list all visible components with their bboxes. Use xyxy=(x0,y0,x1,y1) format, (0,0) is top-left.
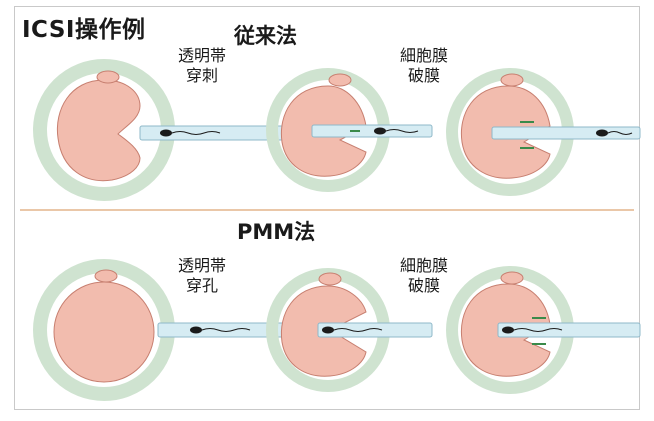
polar-body xyxy=(96,70,120,84)
label-line: 穿刺 xyxy=(185,66,218,85)
polar-body xyxy=(500,73,524,87)
pipette-3 xyxy=(491,121,641,149)
sperm-head xyxy=(374,127,386,135)
pipette-6 xyxy=(497,317,641,345)
sperm-tail xyxy=(201,328,251,332)
polar-body xyxy=(318,272,342,286)
pipette-body xyxy=(311,124,433,138)
pipette-body xyxy=(491,126,641,140)
sperm-tail xyxy=(513,328,563,332)
section-heading-pmm: PMM法 xyxy=(237,220,316,244)
sperm-head xyxy=(322,326,334,334)
sperm-head xyxy=(596,129,608,137)
pipette-body xyxy=(317,322,433,338)
sperm-head xyxy=(160,129,172,137)
label-line: 細胞膜 xyxy=(399,256,448,275)
pipette-body xyxy=(497,322,641,338)
oocyte-4 xyxy=(33,259,175,401)
step-label-zona-drilling: 透明帯 穿孔 xyxy=(166,256,238,296)
polar-body xyxy=(500,271,524,285)
step-label-membrane-rupture-pmm: 細胞膜 破膜 xyxy=(388,256,460,296)
sperm-head xyxy=(190,326,202,334)
sperm-tail xyxy=(385,129,419,133)
label-line: 破膜 xyxy=(407,66,440,85)
label-line: 透明帯 xyxy=(177,46,226,65)
section-heading-conventional: 従来法 xyxy=(234,24,297,48)
figure-title: ICSI操作例 xyxy=(22,17,146,43)
step-label-membrane-rupture: 細胞膜 破膜 xyxy=(388,46,460,86)
polar-body xyxy=(94,269,118,283)
label-line: 細胞膜 xyxy=(399,46,448,65)
polar-body xyxy=(328,73,352,87)
step-label-zona-puncture: 透明帯 穿刺 xyxy=(166,46,238,86)
sperm-tail xyxy=(171,131,221,135)
section-divider xyxy=(20,209,634,211)
label-line: 穿孔 xyxy=(185,276,218,295)
label-line: 破膜 xyxy=(407,276,440,295)
sperm-head xyxy=(502,326,514,334)
sperm-tail xyxy=(607,131,633,135)
pipette-2 xyxy=(311,124,433,138)
ooplasm xyxy=(53,281,155,383)
pipette-5 xyxy=(317,322,433,338)
ooplasm xyxy=(56,79,141,182)
sperm-tail xyxy=(333,328,383,332)
label-line: 透明帯 xyxy=(177,256,226,275)
